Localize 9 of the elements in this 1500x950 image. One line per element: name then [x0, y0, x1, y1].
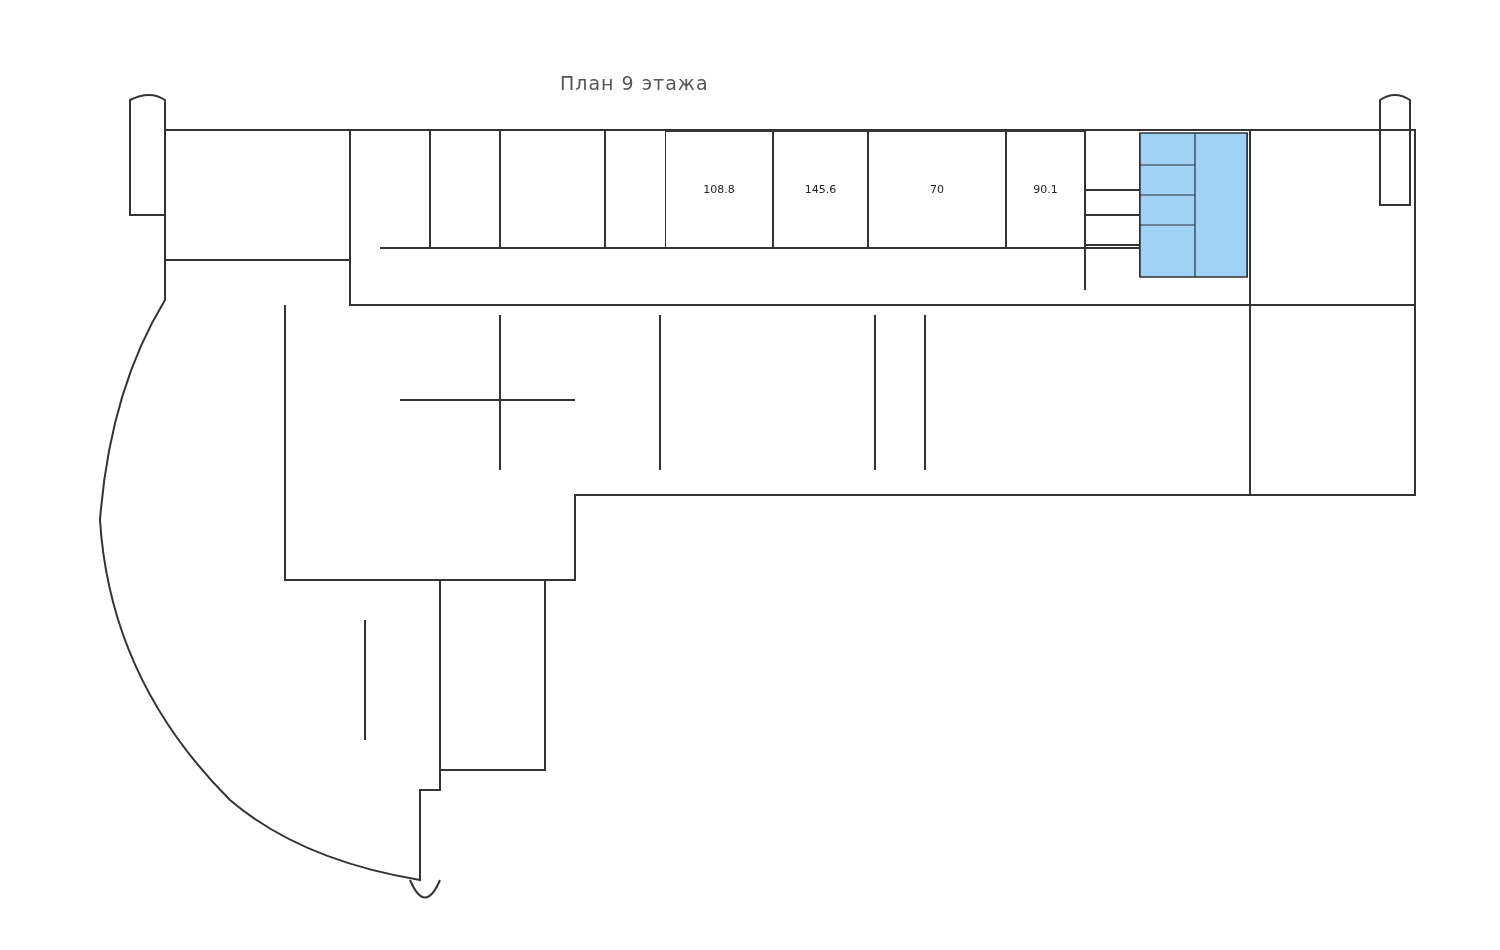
room — [868, 131, 1006, 248]
room-area: 108.8 — [703, 183, 735, 196]
room — [665, 131, 773, 248]
plan-title: План 9 этажа — [560, 72, 709, 94]
room-area: 90.1 — [1033, 183, 1058, 196]
room-area: 70 — [930, 183, 944, 196]
room — [773, 131, 868, 248]
room-area: 145.6 — [804, 183, 837, 196]
room — [1006, 131, 1085, 248]
